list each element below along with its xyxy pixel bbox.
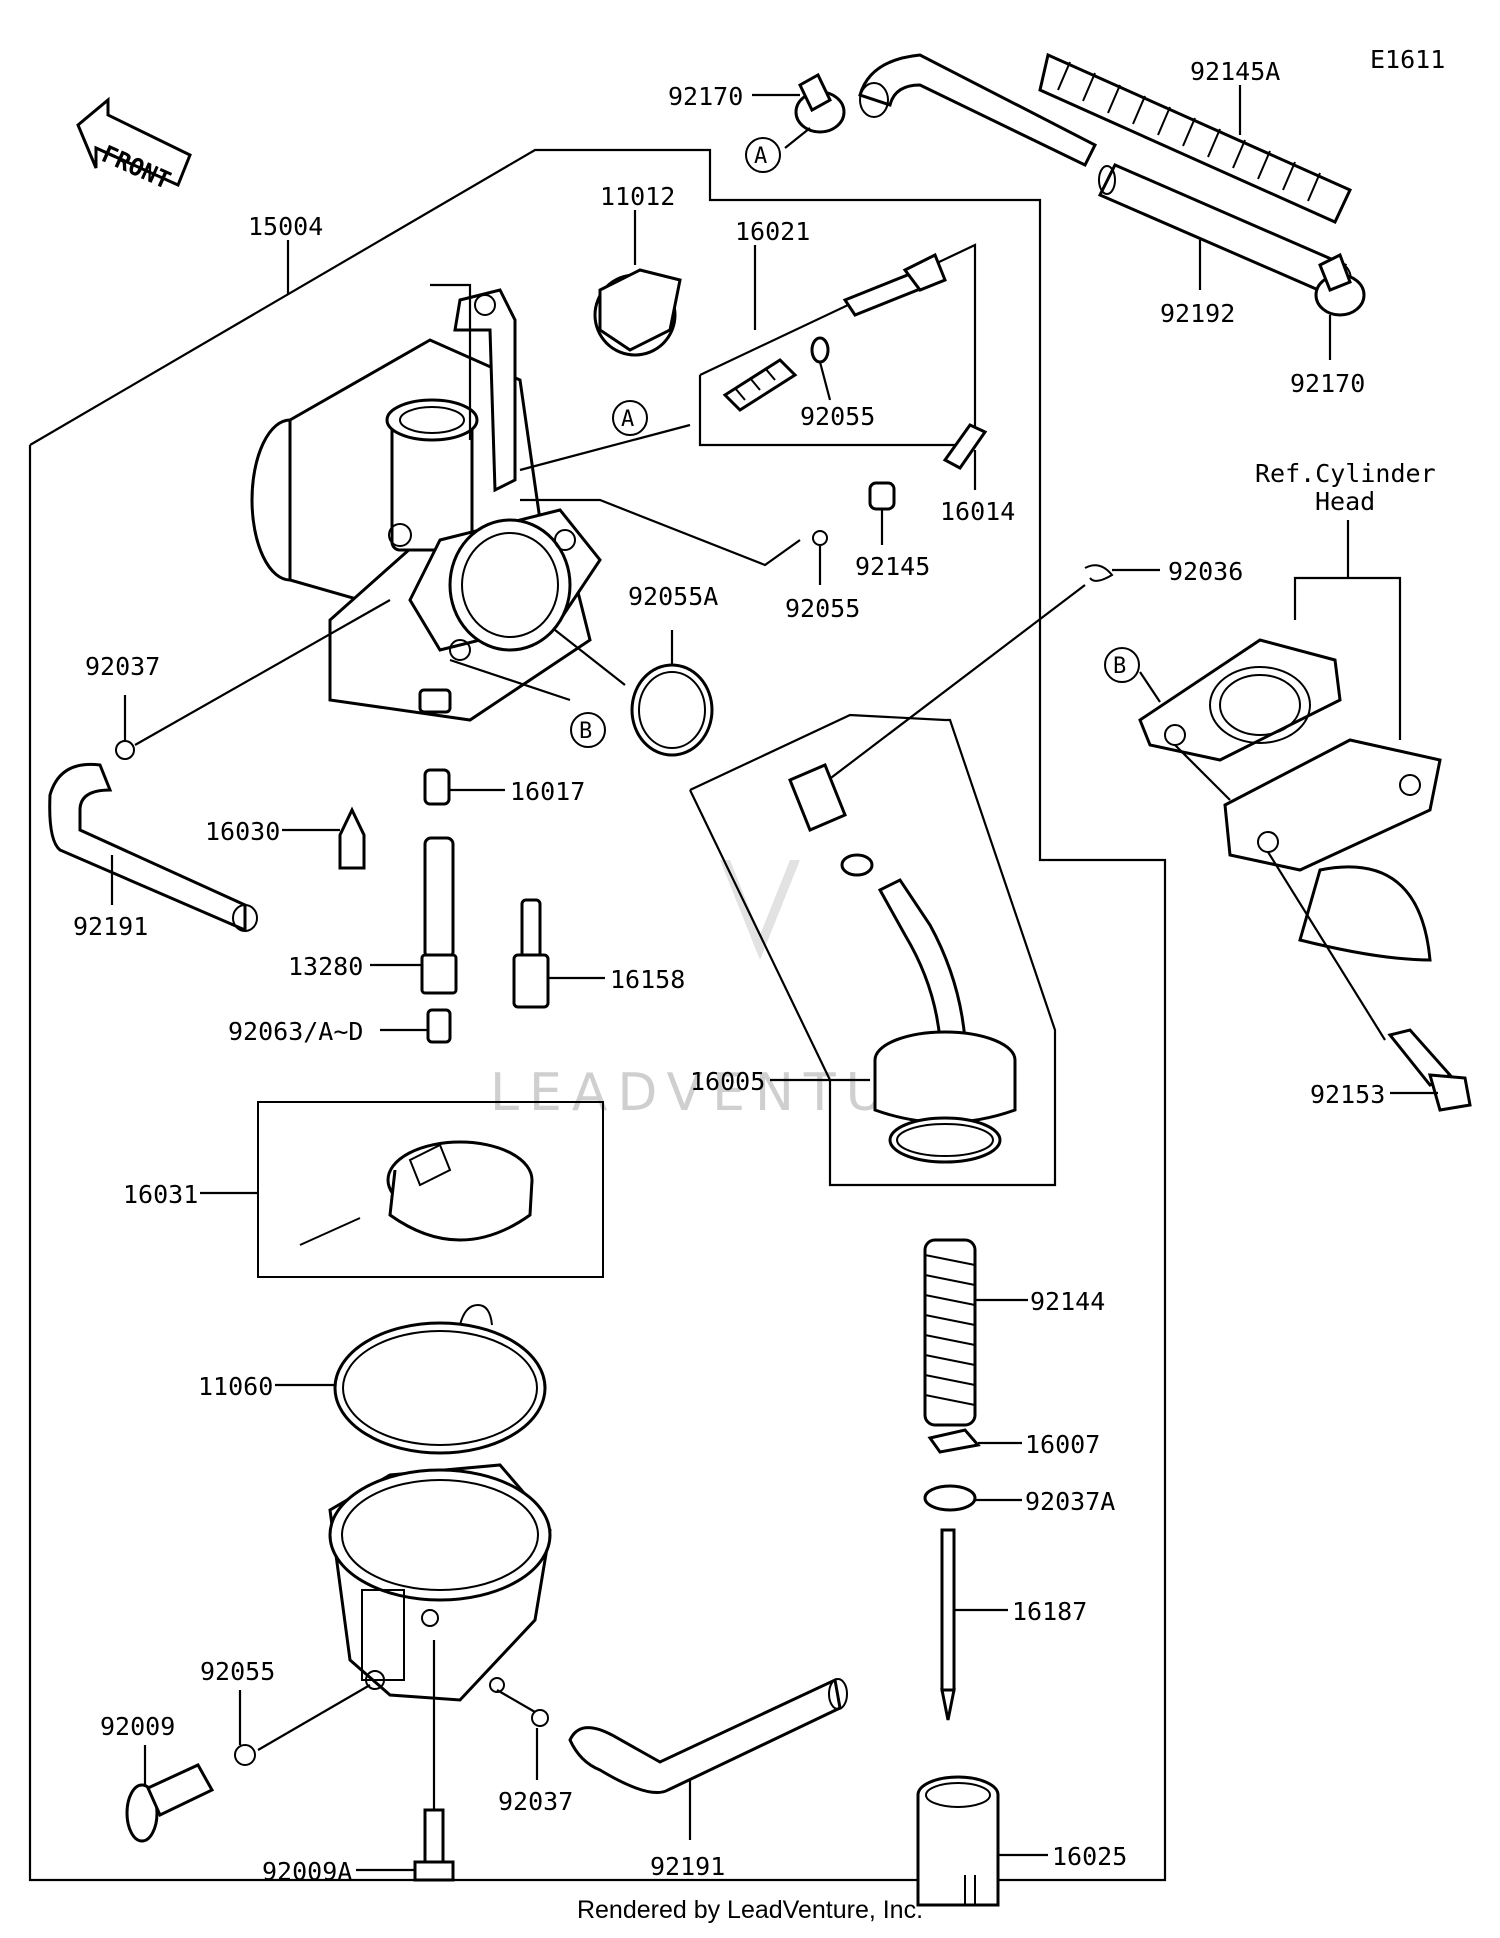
label-92036: 92036 — [1168, 557, 1243, 586]
label-92009A: 92009A — [262, 1857, 352, 1886]
label-16014: 16014 — [940, 497, 1015, 526]
label-92191-low: 92191 — [650, 1852, 725, 1881]
label-16007: 16007 — [1025, 1430, 1100, 1459]
part-13280-tube — [420, 836, 458, 995]
label-92009: 92009 — [100, 1712, 175, 1741]
part-92191-hose-low — [568, 1677, 848, 1794]
part-92009A-screw — [413, 1808, 455, 1882]
label-92055A: 92055A — [628, 582, 718, 611]
diagram-code: E1611 — [1370, 45, 1445, 74]
ref-label-line1: Ref.Cylinder — [1255, 459, 1436, 488]
label-92192: 92192 — [1160, 299, 1235, 328]
part-92145A-spring — [1038, 52, 1353, 224]
part-92009-screw — [125, 1763, 215, 1843]
label-92191-left: 92191 — [73, 912, 148, 941]
part-16187-needle — [940, 1528, 956, 1721]
ref-label-line2: Head — [1315, 487, 1375, 516]
part-16005-cap — [788, 763, 1017, 1164]
label-13280: 13280 — [288, 952, 363, 981]
label-16025: 16025 — [1052, 1842, 1127, 1871]
part-92036-clip — [1084, 564, 1114, 582]
part-92037-clip-low — [531, 1709, 549, 1727]
label-92055-mid: 92055 — [785, 594, 860, 623]
callout-a-body-text: A — [621, 407, 634, 432]
callout-b-ref-text: B — [1113, 654, 1126, 679]
callout-a-body — [612, 400, 648, 436]
part-ref-cylinder-head-intake — [1138, 638, 1442, 962]
part-92055A-oring — [630, 663, 714, 757]
part-92170-clamp-top — [794, 72, 846, 134]
label-16031: 16031 — [123, 1180, 198, 1209]
label-16187: 16187 — [1012, 1597, 1087, 1626]
part-16031-box — [257, 1101, 604, 1278]
callout-b-body-text: B — [579, 719, 592, 744]
part-16030-needle — [338, 806, 366, 870]
label-92063: 92063/A~D — [228, 1017, 363, 1046]
part-92145-spring — [868, 481, 896, 511]
carburetor-body — [250, 288, 602, 722]
part-92153-bolt — [1387, 1028, 1472, 1112]
part-16017-jet — [423, 768, 451, 806]
label-92170-right: 92170 — [1290, 369, 1365, 398]
footer-credit: Rendered by LeadVenture, Inc. — [576, 1896, 924, 1924]
label-92153: 92153 — [1310, 1080, 1385, 1109]
label-92145A: 92145A — [1190, 57, 1280, 86]
front-arrow-icon: FRONT — [76, 96, 192, 195]
part-16014-screw — [942, 423, 988, 470]
label-92037-low: 92037 — [498, 1787, 573, 1816]
part-92144-spring — [923, 1238, 977, 1427]
part-92055-oring-low — [234, 1744, 256, 1766]
part-92170-clamp-right — [1314, 252, 1366, 317]
part-16025-throttle-valve — [916, 1775, 1000, 1907]
label-16021: 16021 — [735, 217, 810, 246]
part-16007-plate — [927, 1428, 981, 1454]
callout-b-ref — [1104, 647, 1140, 683]
callout-b-body — [570, 712, 606, 748]
part-92063-jet — [426, 1008, 452, 1044]
label-15004: 15004 — [248, 212, 323, 241]
label-92055-top: 92055 — [800, 402, 875, 431]
part-11060-gasket — [333, 1321, 547, 1455]
callout-a-top — [745, 137, 781, 173]
part-92037A-clip — [923, 1484, 977, 1512]
label-92037A: 92037A — [1025, 1487, 1115, 1516]
part-16158-jet — [512, 898, 550, 1009]
part-92037-clip-top — [115, 740, 135, 760]
part-fuel-hose-bent — [858, 53, 1098, 167]
label-92170-top: 92170 — [668, 82, 743, 111]
label-92055-low: 92055 — [200, 1657, 275, 1686]
label-11012: 11012 — [600, 182, 675, 211]
label-16005: 16005 — [690, 1067, 765, 1096]
part-16021-screw-spring — [722, 252, 947, 412]
callout-a-top-text: A — [754, 144, 767, 169]
label-11060: 11060 — [198, 1372, 273, 1401]
part-float-bowl — [328, 1463, 552, 1702]
label-92144: 92144 — [1030, 1287, 1105, 1316]
part-16031-float — [299, 1140, 534, 1246]
part-11012-cap — [593, 268, 682, 357]
label-16017: 16017 — [510, 777, 585, 806]
part-92055-oring-mid — [812, 530, 828, 546]
label-16158: 16158 — [610, 965, 685, 994]
part-92191-hose-left — [48, 762, 258, 933]
label-92037-top: 92037 — [85, 652, 160, 681]
assembly-boundary-15004 — [28, 148, 1167, 1882]
label-16030: 16030 — [205, 817, 280, 846]
label-92145: 92145 — [855, 552, 930, 581]
